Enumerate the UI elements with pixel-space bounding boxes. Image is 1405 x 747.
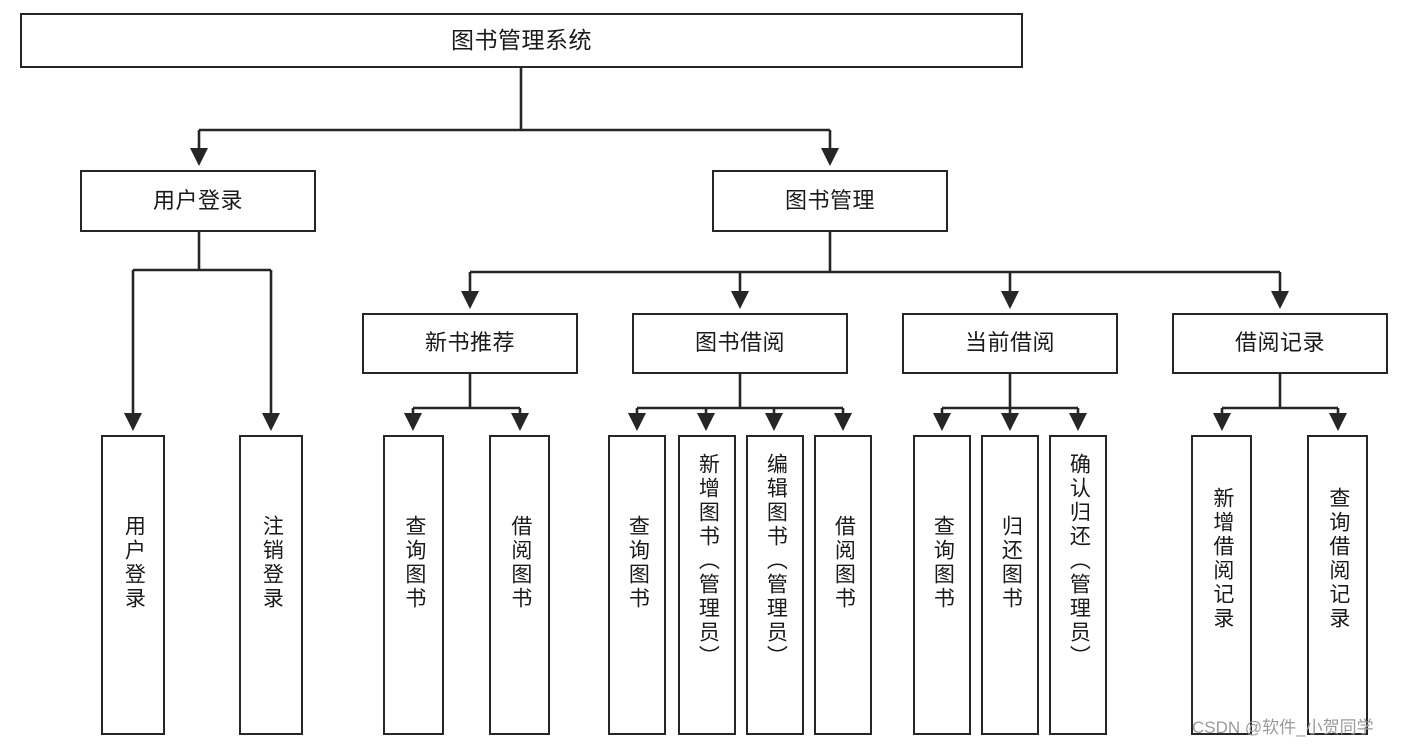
node-book-borrow[interactable]: 图书借阅	[632, 313, 848, 374]
node-leaf-borrow-book-1-label: 借阅图书	[508, 515, 532, 611]
node-leaf-query-book-1[interactable]: 查询图书	[383, 435, 444, 735]
node-new-book-rec[interactable]: 新书推荐	[362, 313, 578, 374]
node-leaf-add-record-label: 新增借阅记录	[1210, 487, 1234, 631]
node-borrow-record[interactable]: 借阅记录	[1172, 313, 1388, 374]
node-leaf-add-book[interactable]: 新增图书（管理员）	[678, 435, 736, 735]
node-leaf-confirm-return[interactable]: 确认归还（管理员）	[1049, 435, 1107, 735]
node-user-login[interactable]: 用户登录	[80, 170, 316, 232]
node-leaf-logout-label: 注销登录	[260, 515, 284, 611]
node-leaf-edit-book-label: 编辑图书（管理员）	[764, 453, 788, 669]
node-leaf-query-book-2[interactable]: 查询图书	[608, 435, 666, 735]
node-book-borrow-label: 图书借阅	[694, 330, 785, 356]
node-leaf-borrow-book-2[interactable]: 借阅图书	[814, 435, 872, 735]
node-leaf-user-login-label: 用户登录	[122, 515, 146, 611]
node-leaf-query-book-3[interactable]: 查询图书	[913, 435, 971, 735]
node-borrow-record-label: 借阅记录	[1234, 330, 1325, 356]
node-leaf-return-book[interactable]: 归还图书	[981, 435, 1039, 735]
node-leaf-add-book-label: 新增图书（管理员）	[696, 453, 720, 669]
node-current-borrow-label: 当前借阅	[964, 330, 1055, 356]
node-leaf-borrow-book-2-label: 借阅图书	[832, 515, 856, 611]
node-book-manage-label: 图书管理	[784, 187, 875, 213]
node-user-login-label: 用户登录	[152, 187, 243, 213]
watermark: CSDN @软件_小贺同学	[1192, 718, 1374, 737]
node-root[interactable]: 图书管理系统	[20, 13, 1023, 68]
node-leaf-edit-book[interactable]: 编辑图书（管理员）	[746, 435, 804, 735]
node-leaf-query-record[interactable]: 查询借阅记录	[1307, 435, 1368, 735]
node-leaf-user-login[interactable]: 用户登录	[101, 435, 165, 735]
node-leaf-query-book-1-label: 查询图书	[402, 515, 426, 611]
node-new-book-rec-label: 新书推荐	[424, 330, 515, 356]
node-leaf-borrow-book-1[interactable]: 借阅图书	[489, 435, 550, 735]
node-root-label: 图书管理系统	[451, 26, 592, 53]
node-leaf-query-record-label: 查询借阅记录	[1326, 487, 1350, 631]
node-leaf-query-book-3-label: 查询图书	[931, 515, 955, 611]
node-current-borrow[interactable]: 当前借阅	[902, 313, 1118, 374]
node-leaf-add-record[interactable]: 新增借阅记录	[1191, 435, 1252, 735]
node-leaf-confirm-return-label: 确认归还（管理员）	[1067, 453, 1091, 669]
node-book-manage[interactable]: 图书管理	[712, 170, 948, 232]
node-leaf-query-book-2-label: 查询图书	[626, 515, 650, 611]
node-leaf-return-book-label: 归还图书	[999, 515, 1023, 611]
node-leaf-logout[interactable]: 注销登录	[239, 435, 303, 735]
